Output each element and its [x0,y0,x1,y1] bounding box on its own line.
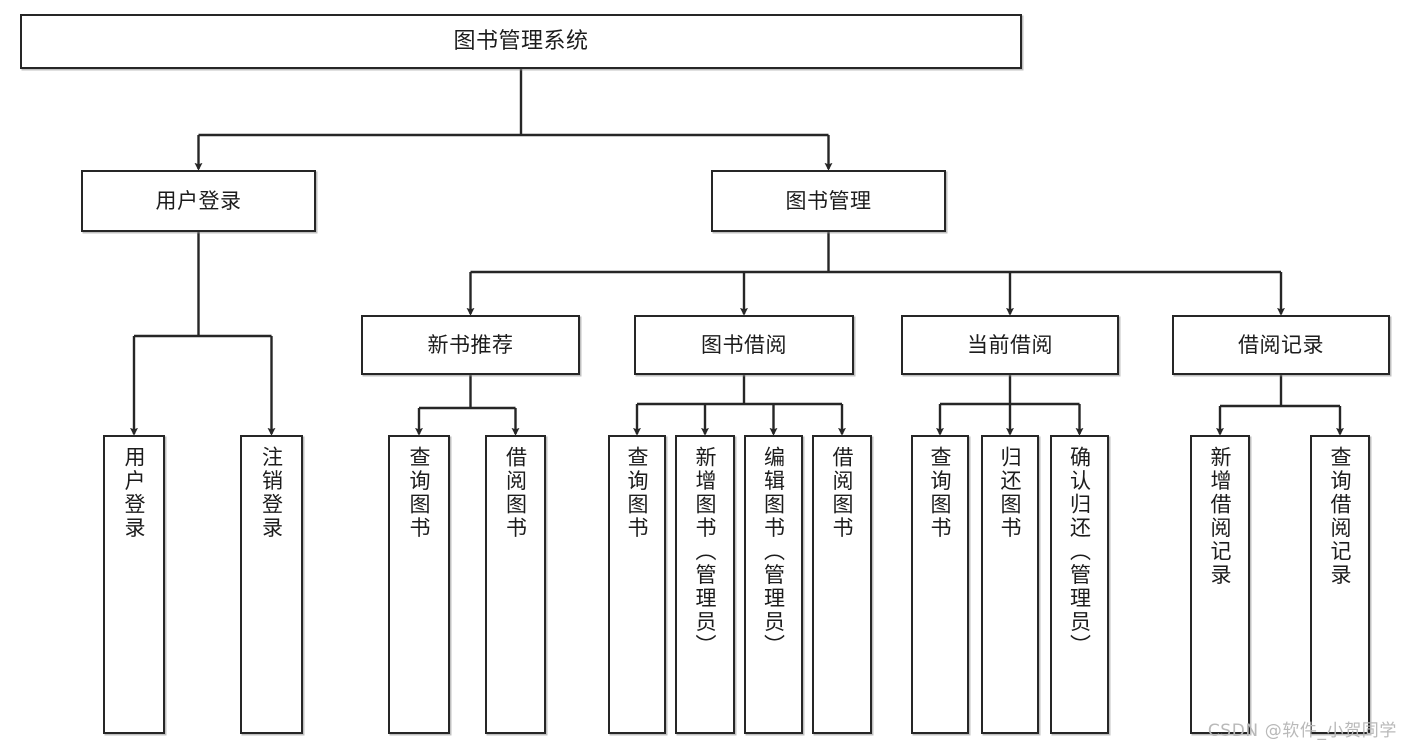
node-label: 查询图书 [407,446,432,540]
node-book-borrow[interactable]: 图书借阅 [634,315,854,375]
node-leaf-borrow-book-1[interactable]: 借阅图书 [485,435,546,734]
node-leaf-query-book-1[interactable]: 查询图书 [388,435,450,734]
node-label: 查询借阅记录 [1328,446,1353,587]
node-label: 图书借阅 [701,332,787,357]
node-label: 借阅图书 [830,446,855,540]
node-current-borrow[interactable]: 当前借阅 [901,315,1119,375]
node-label: 借阅图书 [503,446,528,540]
watermark: CSDN @软件_小贺同学 [1207,721,1397,741]
node-leaf-query-book-2[interactable]: 查询图书 [608,435,666,734]
node-label: 查询图书 [928,446,953,540]
node-label: 图书管理 [785,188,872,213]
node-leaf-user-login[interactable]: 用户登录 [103,435,165,734]
node-label: 新书推荐 [427,332,514,357]
node-label: 注销登录 [259,446,284,540]
node-label: 查询图书 [625,446,650,540]
node-label: 新增借阅记录 [1208,446,1233,587]
node-book-manage[interactable]: 图书管理 [711,170,946,232]
node-leaf-edit-book-admin[interactable]: 编辑图书（管理员） [744,435,803,734]
node-leaf-query-borrow-record[interactable]: 查询借阅记录 [1310,435,1370,734]
node-label: 编辑图书（管理员） [761,446,786,658]
node-leaf-confirm-return-admin[interactable]: 确认归还（管理员） [1050,435,1109,734]
node-label: 新增图书（管理员） [693,446,718,658]
node-label: 用户登录 [155,188,242,213]
node-leaf-add-borrow-record[interactable]: 新增借阅记录 [1190,435,1250,734]
node-label: 图书管理系统 [453,28,589,54]
node-label: 借阅记录 [1238,332,1324,357]
node-label: 当前借阅 [967,332,1053,357]
node-label: 用户登录 [122,446,147,540]
node-leaf-user-logout[interactable]: 注销登录 [240,435,303,734]
node-leaf-borrow-book-2[interactable]: 借阅图书 [812,435,872,734]
node-label: 归还图书 [998,446,1023,540]
node-leaf-query-book-3[interactable]: 查询图书 [911,435,969,734]
node-leaf-return-book[interactable]: 归还图书 [981,435,1039,734]
node-borrow-record[interactable]: 借阅记录 [1172,315,1390,375]
node-user-login[interactable]: 用户登录 [81,170,316,232]
node-new-book-recommend[interactable]: 新书推荐 [361,315,580,375]
node-leaf-add-book-admin[interactable]: 新增图书（管理员） [675,435,735,734]
node-label: 确认归还（管理员） [1067,446,1092,658]
node-root[interactable]: 图书管理系统 [20,14,1022,69]
